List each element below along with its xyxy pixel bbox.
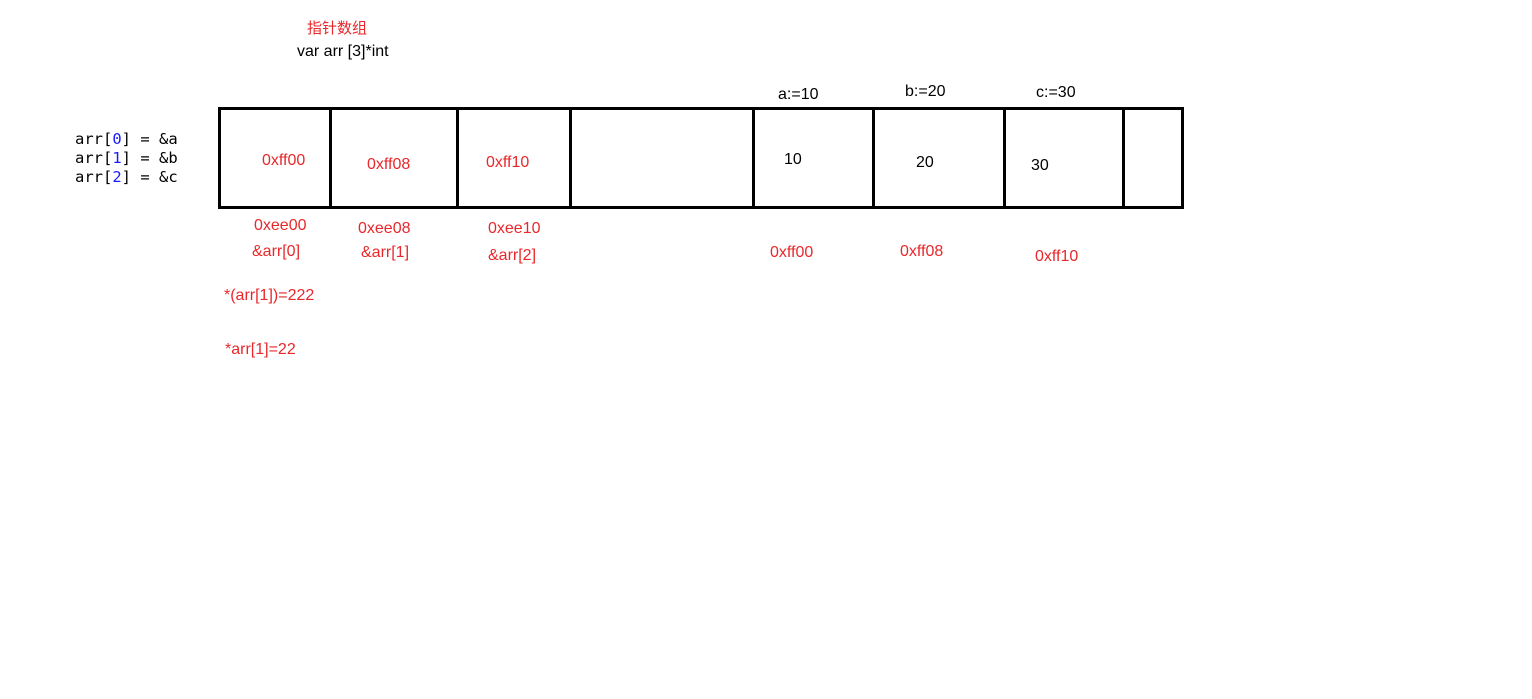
cell-arr1-value: 0xff08 — [367, 156, 411, 173]
arr2-address: 0xee10 — [488, 220, 541, 237]
code-line-2: arr[2] = &c — [75, 168, 178, 186]
title-chinese: 指针数组 — [307, 20, 368, 37]
variable-c-label: c:=30 — [1036, 84, 1076, 101]
deref-plain-note: *arr[1]=22 — [225, 341, 296, 358]
memory-strip — [218, 107, 1184, 209]
array-declaration: var arr [3]*int — [297, 43, 389, 60]
variable-b-label: b:=20 — [905, 83, 946, 100]
cell-divider — [456, 107, 459, 209]
cell-b-value: 20 — [916, 154, 934, 171]
cell-divider — [752, 107, 755, 209]
cell-divider — [569, 107, 572, 209]
cell-divider — [1003, 107, 1006, 209]
assignment-code: arr[0] = &a arr[1] = &b arr[2] = &c — [75, 130, 178, 187]
arr1-reference: &arr[1] — [361, 244, 410, 261]
cell-divider — [1122, 107, 1125, 209]
code-line-0: arr[0] = &a — [75, 130, 178, 148]
cell-divider — [872, 107, 875, 209]
arr2-reference: &arr[2] — [488, 247, 537, 264]
a-address: 0xff00 — [770, 244, 814, 261]
b-address: 0xff08 — [900, 243, 944, 260]
cell-arr2-value: 0xff10 — [486, 154, 530, 171]
arr1-address: 0xee08 — [358, 220, 411, 237]
cell-a-value: 10 — [784, 151, 802, 168]
cell-c-value: 30 — [1031, 157, 1049, 174]
arr0-reference: &arr[0] — [252, 243, 301, 260]
cell-arr0-value: 0xff00 — [262, 152, 306, 169]
code-line-1: arr[1] = &b — [75, 149, 178, 167]
c-address: 0xff10 — [1035, 248, 1079, 265]
deref-paren-note: *(arr[1])=222 — [224, 287, 315, 304]
variable-a-label: a:=10 — [778, 86, 819, 103]
cell-divider — [329, 107, 332, 209]
arr0-address: 0xee00 — [254, 217, 307, 234]
